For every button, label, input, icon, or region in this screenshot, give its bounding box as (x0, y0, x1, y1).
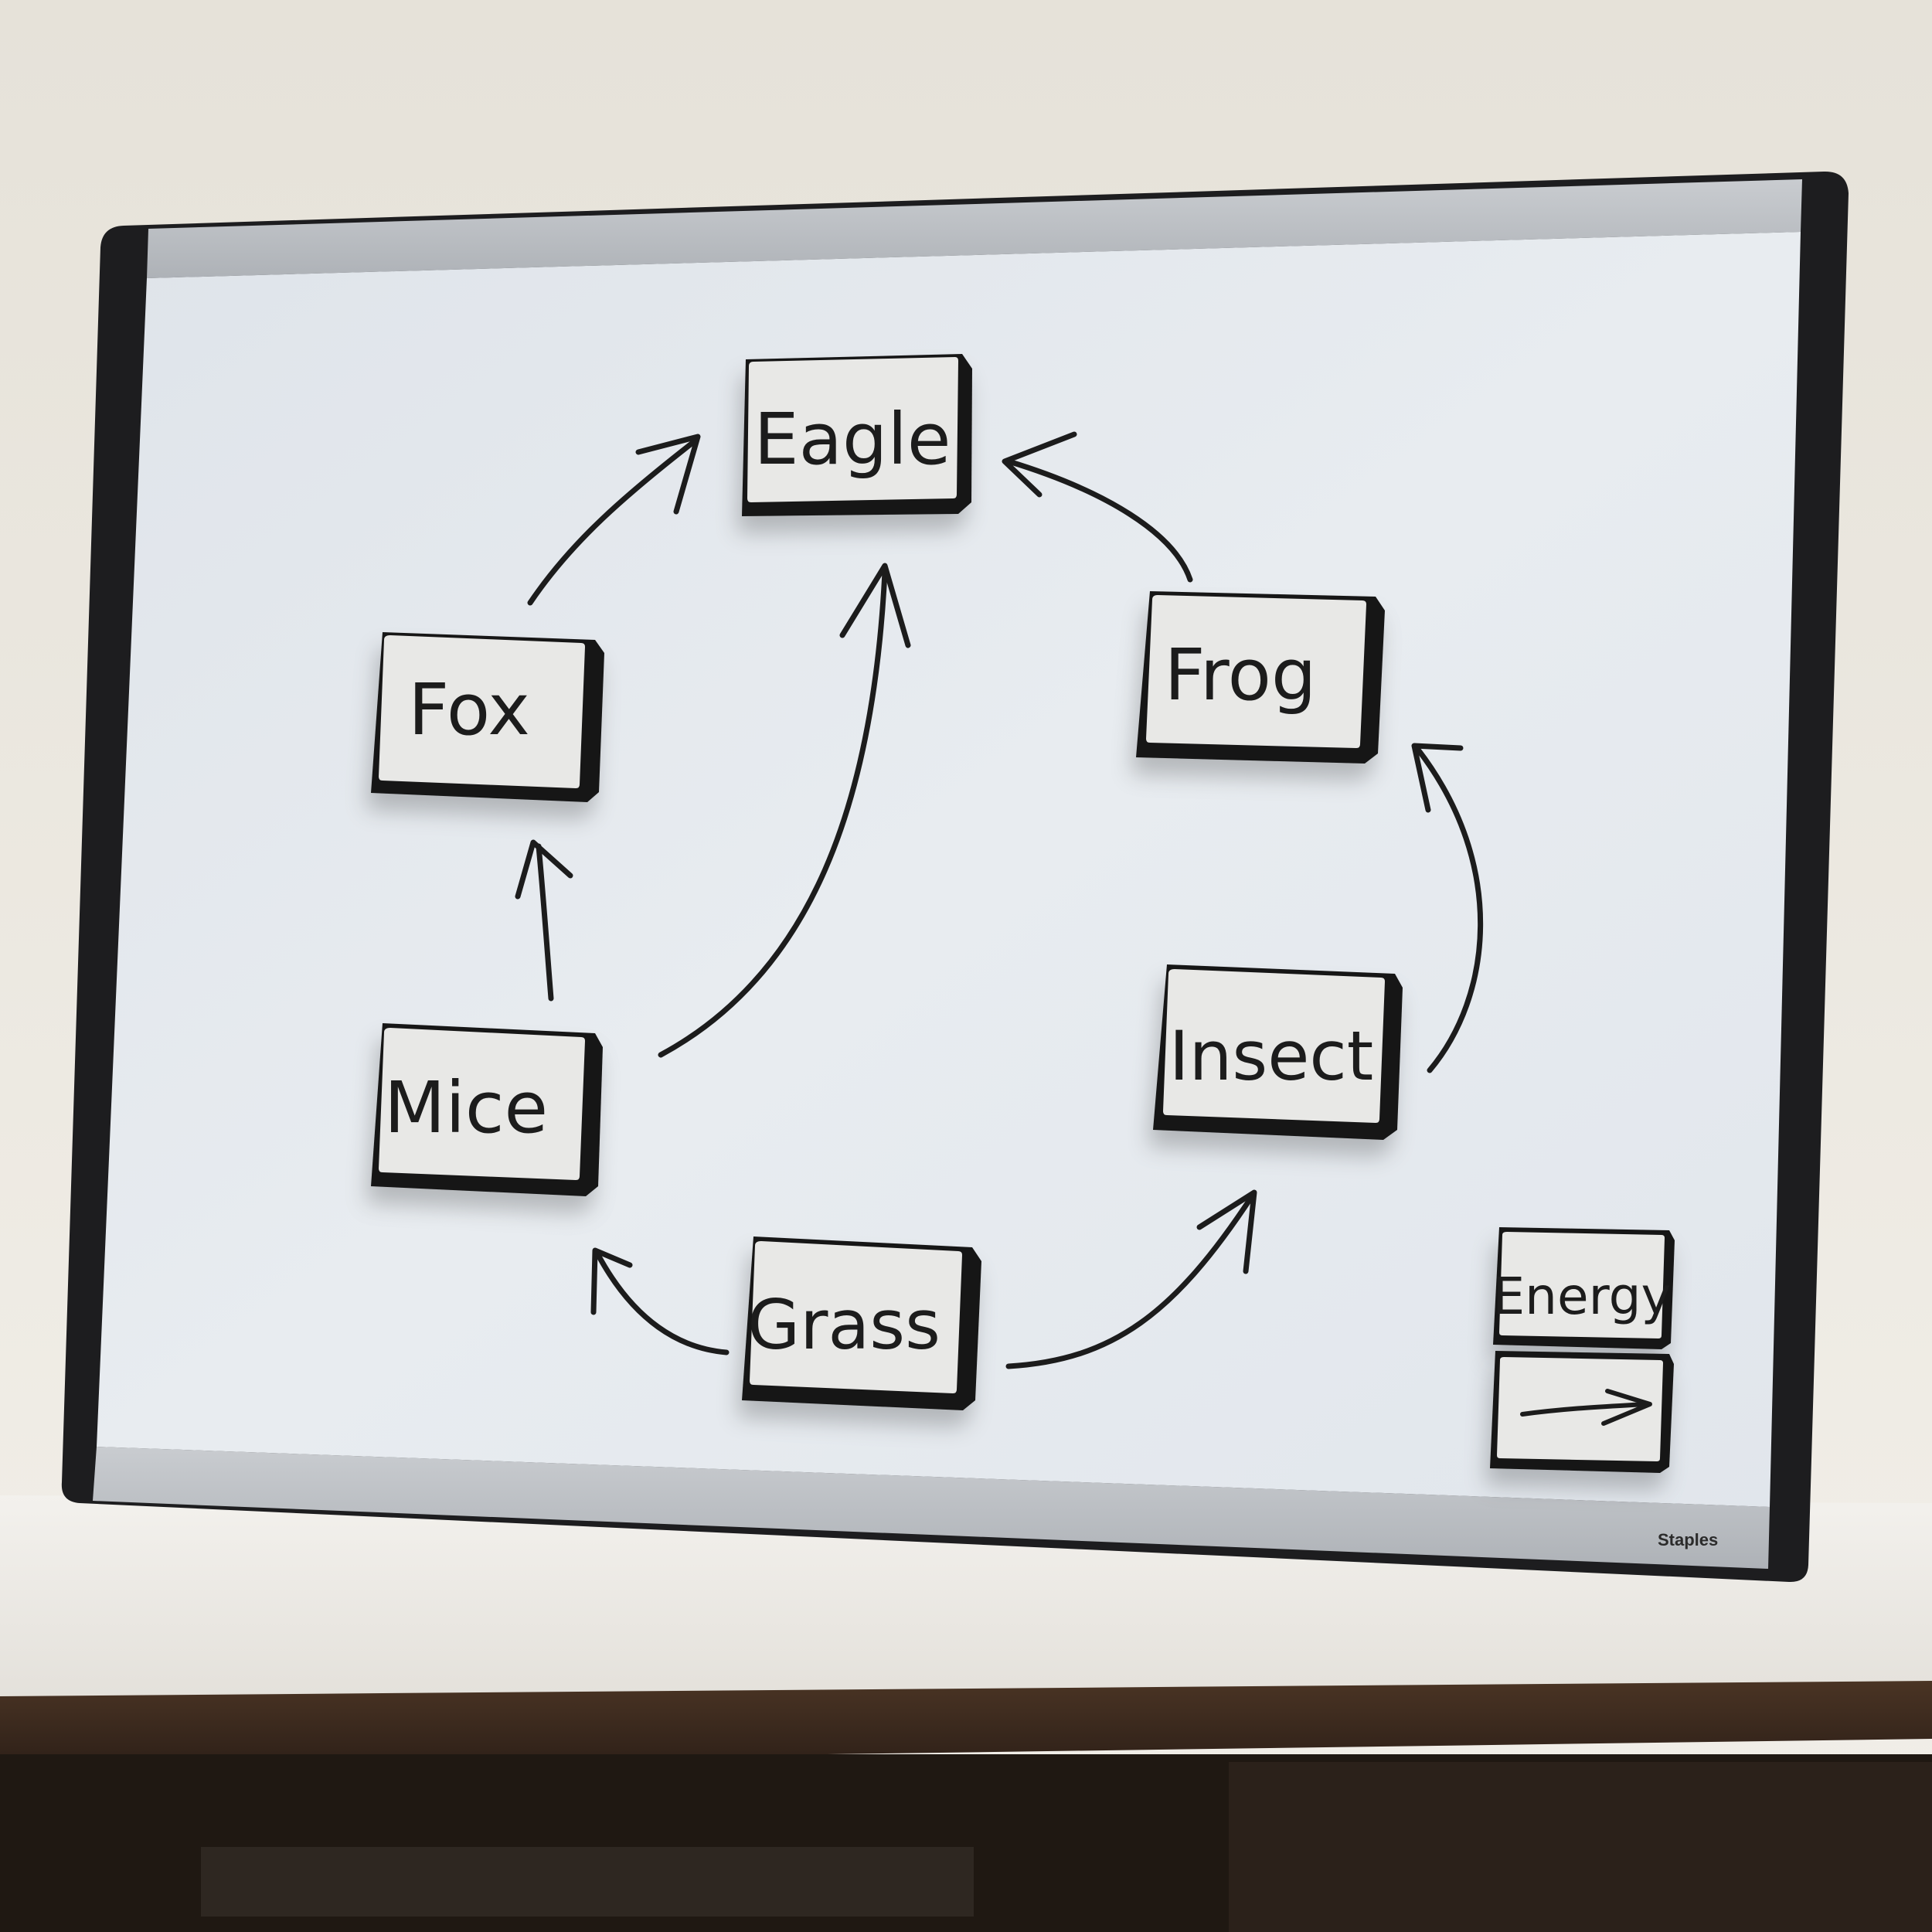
node-frog[interactable]: Frog (1136, 591, 1385, 764)
legend-arrow-magnet (1490, 1351, 1674, 1473)
node-eagle[interactable]: Eagle (742, 354, 972, 516)
board-top-rail (147, 179, 1802, 278)
node-label-frog: Frog (1165, 634, 1317, 716)
edge-mice-fox (515, 839, 573, 1002)
drawer-front (1229, 1762, 1932, 1932)
legend-arrow-icon (1520, 1389, 1652, 1426)
arrows (515, 431, 1484, 1369)
edge-insect-frog (1411, 743, 1484, 1073)
drawer-inner (201, 1847, 974, 1917)
edge-mice-eagle (658, 563, 911, 1058)
edge-grass-insect (1005, 1189, 1257, 1369)
legend: Energy (1490, 1227, 1675, 1473)
node-label-eagle: Eagle (753, 398, 951, 481)
node-grass[interactable]: Grass (742, 1236, 981, 1410)
whiteboard: Staples (61, 171, 1849, 1583)
node-insect[interactable]: Insect (1153, 964, 1403, 1140)
node-label-insect: Insect (1169, 1016, 1374, 1096)
node-label-fox: Fox (408, 668, 530, 751)
board-bottom-rail (93, 1447, 1770, 1569)
shelf-edge (0, 1681, 1932, 1766)
edge-frog-eagle (1002, 431, 1193, 583)
legend-label: Energy (1492, 1267, 1671, 1326)
node-mice[interactable]: Mice (371, 1023, 603, 1196)
brand-logo: Staples (1658, 1530, 1718, 1549)
legend-energy-magnet: Energy (1492, 1227, 1675, 1349)
edge-fox-eagle (527, 434, 701, 606)
node-label-grass: Grass (747, 1285, 940, 1365)
node-fox[interactable]: Fox (371, 632, 604, 802)
edge-grass-mice (590, 1247, 730, 1355)
node-label-mice: Mice (384, 1066, 548, 1149)
